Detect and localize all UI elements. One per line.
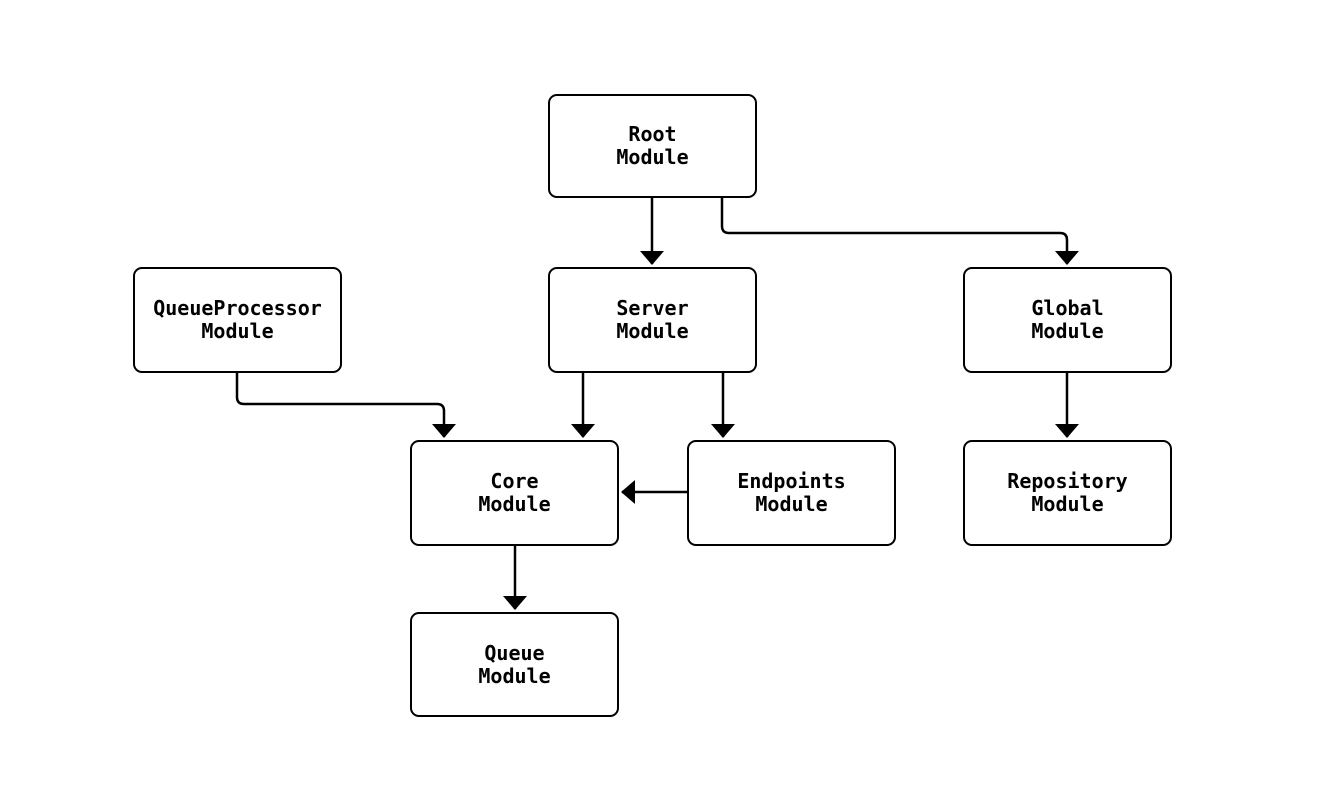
node-label-line2: Module xyxy=(755,492,828,516)
edge-root-module-to-global-module xyxy=(720,198,1079,265)
node-label-line2: Module xyxy=(616,319,689,343)
node-label-line1: QueueProcessor xyxy=(153,296,322,320)
node-label-line1: Server xyxy=(616,296,689,320)
node-label-line2: Module xyxy=(201,319,274,343)
node-label-line1: Queue xyxy=(484,640,545,665)
node-label-line1: Core xyxy=(490,469,539,493)
node-label-line1: Global xyxy=(1031,296,1104,320)
node-label-line2: Module xyxy=(1031,319,1104,343)
node-label-line2: Module xyxy=(478,663,551,688)
node-label-line2: Module xyxy=(1031,492,1104,516)
node-label-line1: Repository xyxy=(1007,469,1128,493)
edge-queueprocessor-module-to-core-module xyxy=(235,373,456,438)
node-label-line2: Module xyxy=(478,492,551,516)
node-label-line2: Module xyxy=(616,145,689,169)
node-label-line1: Endpoints xyxy=(737,469,846,493)
node-label-line1: Root xyxy=(628,122,677,146)
